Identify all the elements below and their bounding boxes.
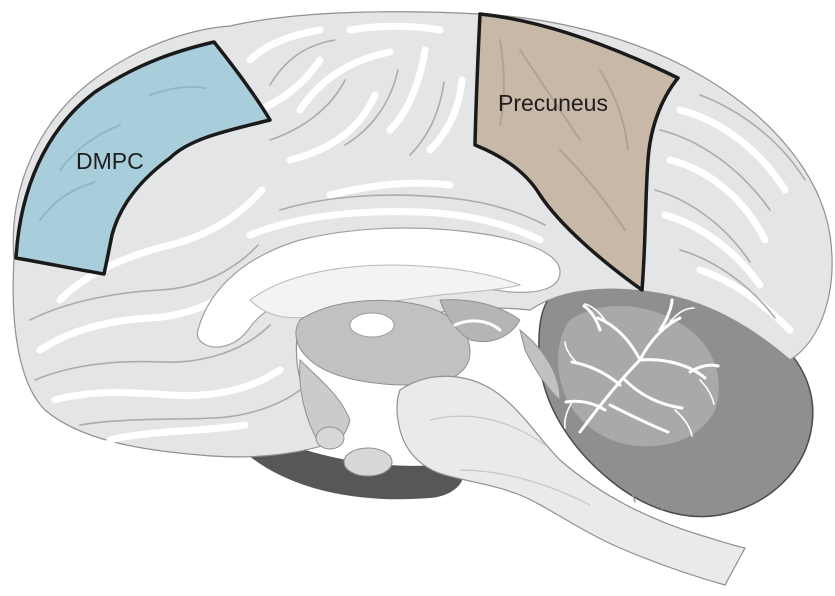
interthalamic-adhesion (350, 313, 394, 337)
pituitary (316, 427, 344, 449)
mammillary-body (344, 448, 392, 476)
precuneus-label: Precuneus (498, 92, 608, 115)
dmpc-label: DMPC (76, 150, 144, 173)
thalamus (296, 300, 470, 385)
